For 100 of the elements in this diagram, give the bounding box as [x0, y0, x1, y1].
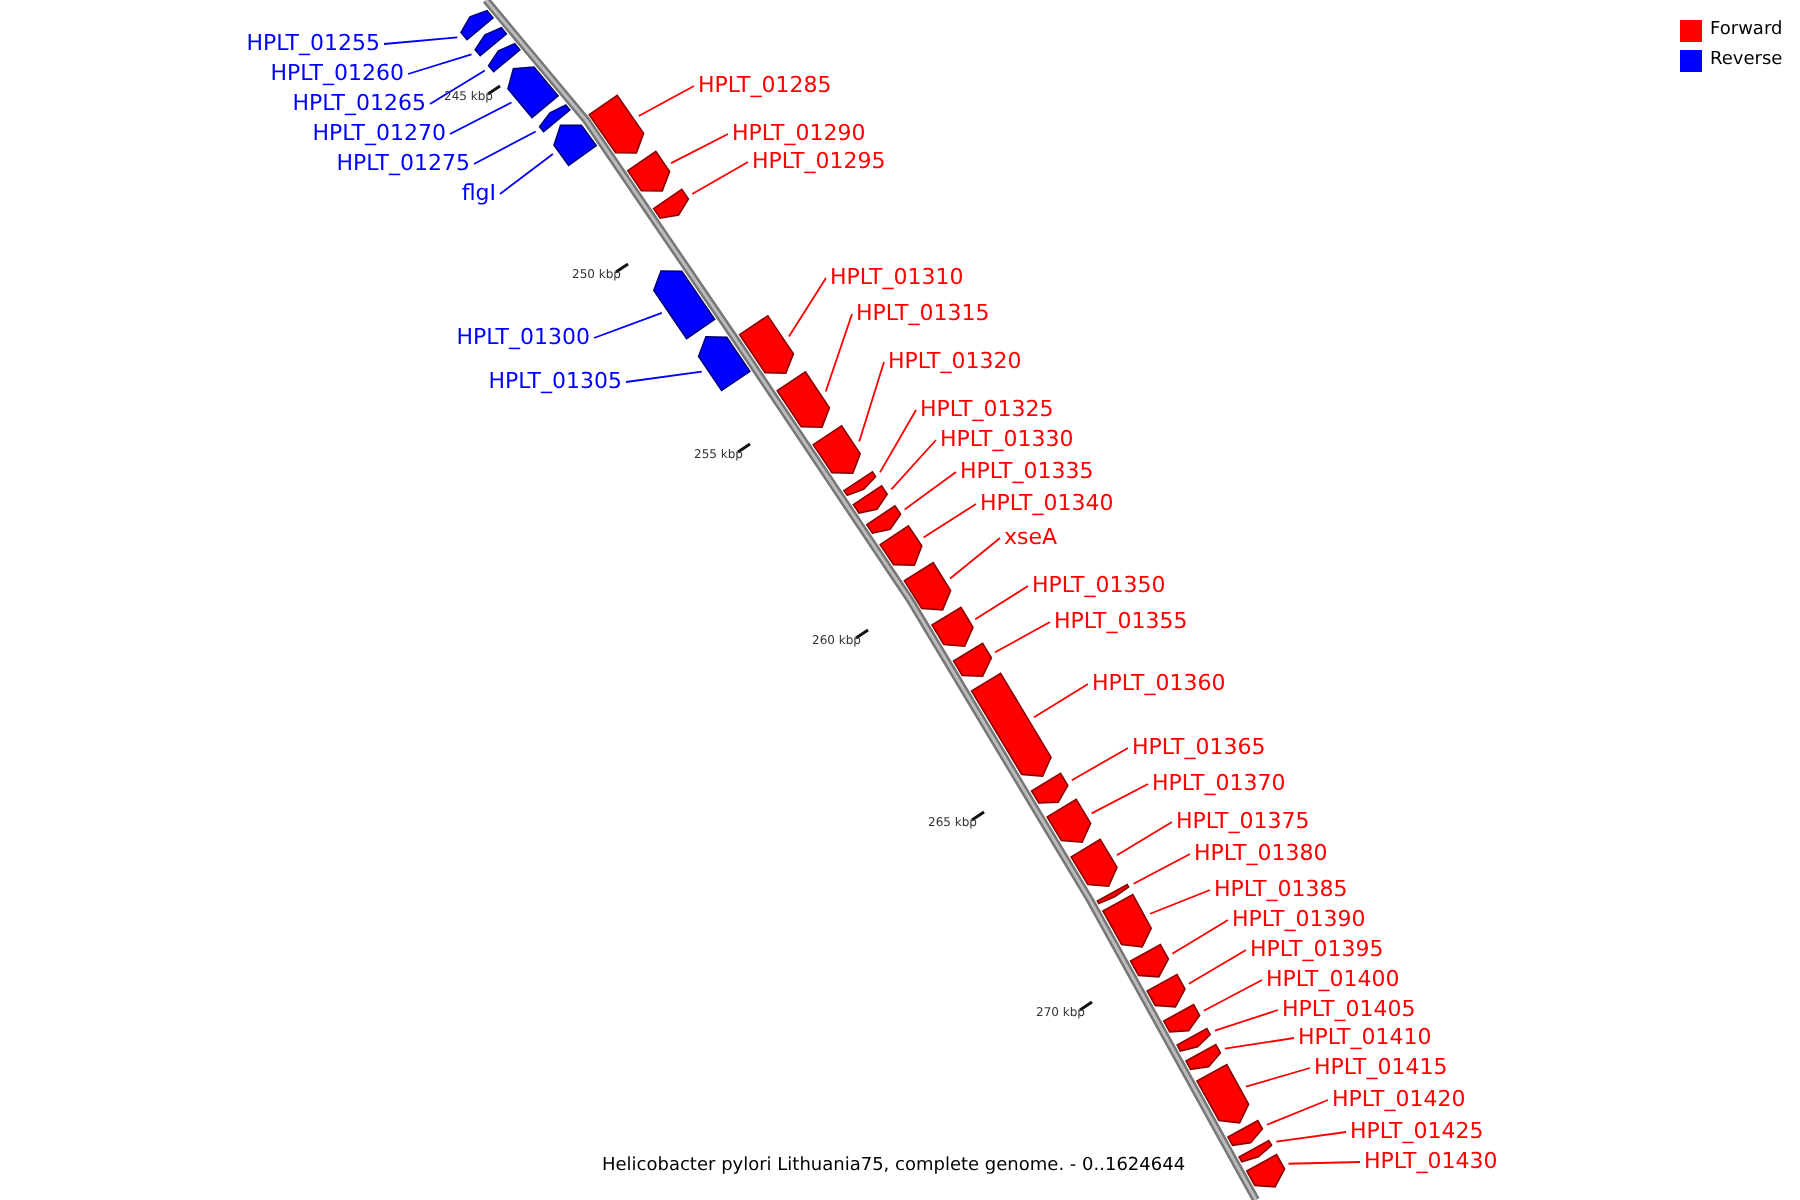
leader-line: [1033, 683, 1089, 719]
gene-block: [970, 672, 1052, 778]
leader-line: [1188, 949, 1247, 985]
leader-line: [637, 85, 695, 117]
gene-block: [1129, 943, 1170, 978]
leader-line: [922, 503, 977, 539]
gene-block: [903, 561, 952, 611]
gene-block: [1176, 1027, 1212, 1052]
gene-block: [1238, 1139, 1273, 1163]
gene-block: [1096, 883, 1130, 905]
leader-line: [1287, 1161, 1361, 1165]
leader-line: [1132, 853, 1191, 885]
gene-block: [852, 484, 889, 514]
gene-label: HPLT_01290: [732, 120, 866, 146]
gene-label: HPLT_01380: [1194, 840, 1328, 866]
gene-label: HPLT_01330: [940, 426, 1074, 452]
gene-label: HPLT_01430: [1364, 1148, 1498, 1174]
gene-label: HPLT_01265: [292, 90, 426, 116]
gene-label: HPLT_01285: [698, 72, 832, 98]
gene-label: HPLT_01390: [1232, 906, 1366, 932]
gene-label: HPLT_01295: [752, 148, 886, 174]
gene-block: [842, 470, 877, 497]
gene-label: HPLT_01375: [1176, 808, 1310, 834]
gene-label: xseA: [1004, 524, 1058, 550]
gene-label: HPLT_01420: [1332, 1086, 1466, 1112]
gene-block: [738, 314, 795, 374]
leader-line: [1070, 747, 1129, 782]
gene-label: HPLT_01325: [920, 396, 1054, 422]
gene-block: [474, 26, 508, 57]
leader-line: [407, 53, 473, 75]
caption: Helicobacter pylori Lithuania75, complete genome. - 0..1624644: [602, 1156, 1186, 1178]
leader-line: [890, 439, 937, 491]
leader-line: [903, 471, 957, 511]
gene-label: HPLT_01415: [1314, 1054, 1448, 1080]
leader-line: [670, 133, 729, 164]
leader-line: [1115, 821, 1173, 857]
gene-label: flgI: [461, 180, 496, 206]
leader-line: [691, 161, 749, 195]
gene-block: [1245, 1153, 1286, 1188]
gene-block: [952, 642, 993, 678]
gene-block: [652, 188, 690, 220]
gene-label: HPLT_01260: [270, 60, 404, 86]
leader-line: [449, 101, 513, 135]
gene-block: [652, 270, 716, 340]
gene-block: [697, 336, 751, 392]
leader-line: [625, 370, 703, 383]
gene-label: HPLT_01385: [1214, 876, 1348, 902]
gene-block: [1030, 772, 1069, 804]
gene-block: [507, 66, 560, 119]
gene-block: [879, 524, 923, 566]
leader-line: [974, 585, 1029, 621]
gene-label: HPLT_01300: [456, 324, 590, 350]
gene-label: HPLT_01410: [1298, 1024, 1432, 1050]
leader-line: [1202, 979, 1263, 1012]
leader-line: [593, 312, 663, 339]
gene-block: [553, 124, 598, 167]
gene-label: HPLT_01370: [1152, 770, 1286, 796]
leader-line: [1266, 1099, 1329, 1126]
gene-label: HPLT_01315: [856, 300, 990, 326]
gene-label: HPLT_01270: [312, 120, 446, 146]
leader-line: [473, 130, 537, 165]
leader-line: [1214, 1009, 1279, 1032]
leader-line: [383, 36, 459, 45]
leader-line: [1171, 919, 1229, 955]
leader-line: [1149, 889, 1211, 915]
legend-label: Forward: [1710, 20, 1783, 42]
gene-block: [776, 370, 831, 428]
leader-line: [858, 361, 885, 443]
gene-block: [812, 424, 862, 474]
leader-line: [1275, 1131, 1347, 1143]
gene-label: HPLT_01360: [1092, 670, 1226, 696]
gene-block: [1195, 1063, 1250, 1124]
gene-label: HPLT_01355: [1054, 608, 1188, 634]
gene-label: HPLT_01425: [1350, 1118, 1484, 1144]
gene-label: HPLT_01255: [246, 30, 380, 56]
gene-label: HPLT_01275: [336, 150, 470, 176]
legend-label: Reverse: [1710, 50, 1783, 72]
gene-label: HPLT_01405: [1282, 996, 1416, 1022]
gene-label: HPLT_01310: [830, 264, 964, 290]
leader-line: [788, 277, 827, 338]
leader-line: [1223, 1037, 1295, 1050]
gene-block: [1070, 838, 1118, 888]
gene-block: [1046, 798, 1092, 844]
leader-line: [879, 409, 917, 474]
gene-block: [1162, 1003, 1201, 1033]
leader-line: [994, 621, 1051, 654]
leader-line: [429, 69, 486, 105]
gene-block: [460, 9, 495, 41]
gene-block: [487, 42, 521, 73]
leader-line: [824, 313, 853, 393]
gene-label: HPLT_01365: [1132, 734, 1266, 760]
leader-line: [1245, 1067, 1311, 1088]
gene-block: [1146, 973, 1186, 1008]
gene-block: [588, 94, 645, 154]
gene-block: [1184, 1043, 1222, 1071]
gene-block: [538, 104, 571, 133]
leader-line: [1090, 783, 1149, 815]
gene-label: HPLT_01335: [960, 458, 1094, 484]
gene-label: HPLT_01320: [888, 348, 1022, 374]
gene-label: HPLT_01305: [488, 368, 622, 394]
